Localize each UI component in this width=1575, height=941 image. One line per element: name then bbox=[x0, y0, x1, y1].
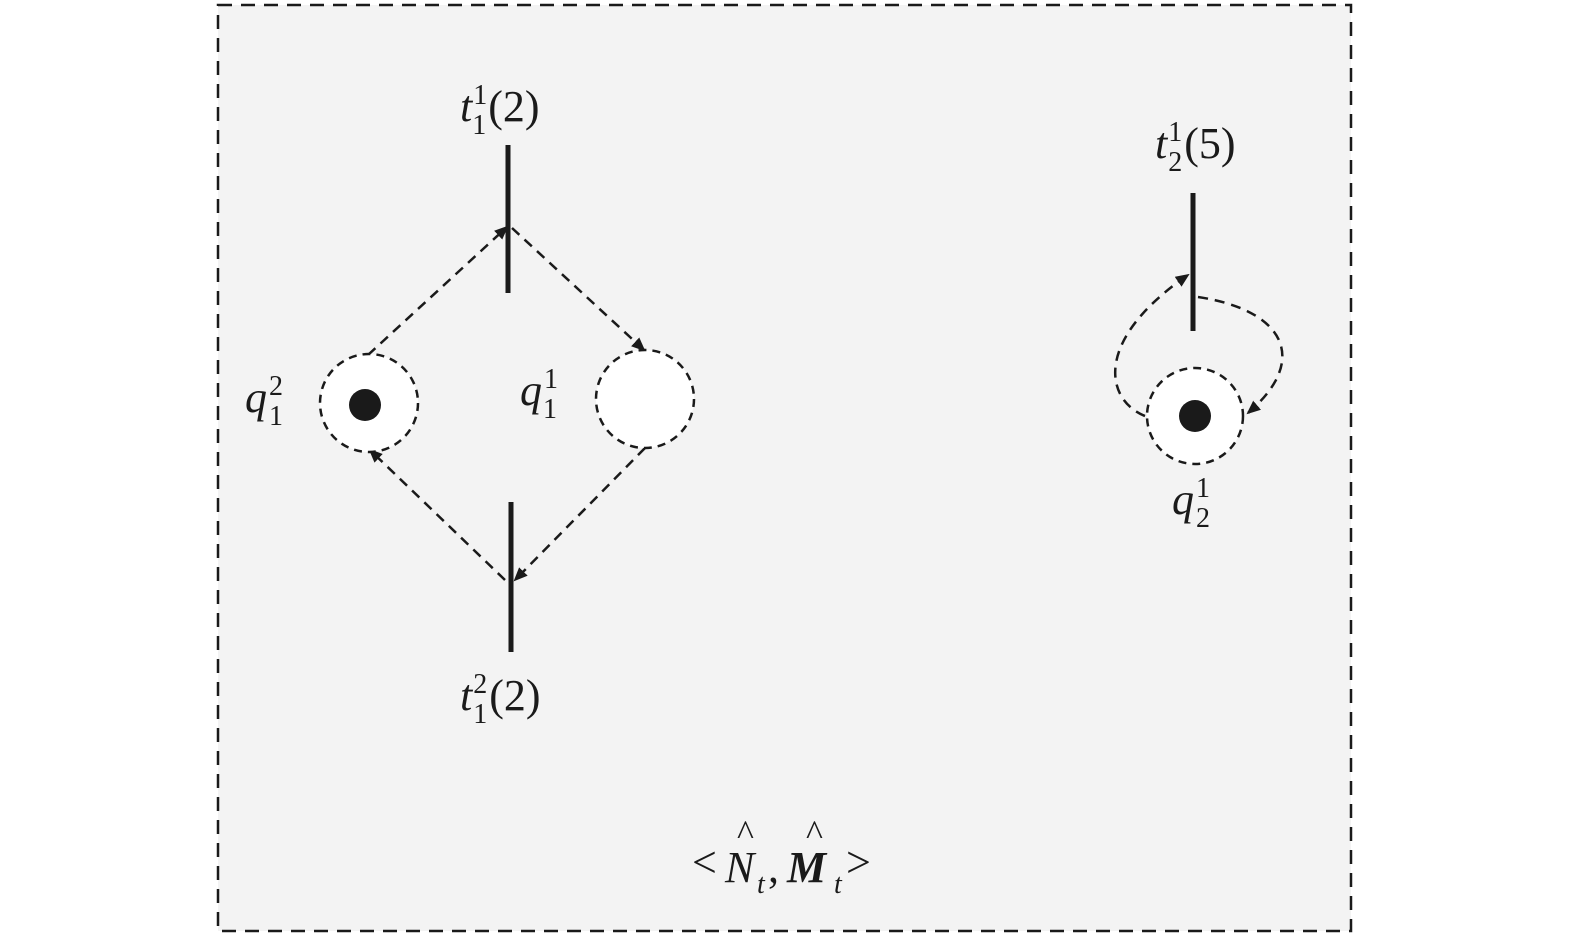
svg-text:^: ^ bbox=[737, 813, 754, 853]
svg-text:t: t bbox=[834, 869, 843, 900]
arc-q2-1-to-t2-1 bbox=[1114, 273, 1190, 418]
arc-q1-2-to-t1-1 bbox=[367, 225, 509, 356]
place-q1-2-token bbox=[349, 389, 381, 421]
svg-text:<: < bbox=[692, 838, 717, 887]
arc-q1-1-to-t1-2 bbox=[513, 447, 646, 582]
svg-text:>: > bbox=[846, 838, 871, 887]
arc-t1-1-to-q1-1 bbox=[511, 227, 646, 352]
svg-text:N: N bbox=[724, 843, 757, 892]
net-boundary bbox=[216, 3, 1353, 933]
svg-text:M: M bbox=[786, 843, 828, 892]
arc-t1-2-to-q1-2 bbox=[368, 448, 506, 581]
svg-text:t: t bbox=[757, 869, 766, 900]
svg-text:,: , bbox=[768, 843, 779, 892]
net-label: < ^ N t , ^ M t > bbox=[692, 813, 871, 900]
svg-text:^: ^ bbox=[806, 813, 823, 853]
place-q2-1-token bbox=[1179, 400, 1211, 432]
place-q1-1-circle bbox=[594, 348, 696, 450]
